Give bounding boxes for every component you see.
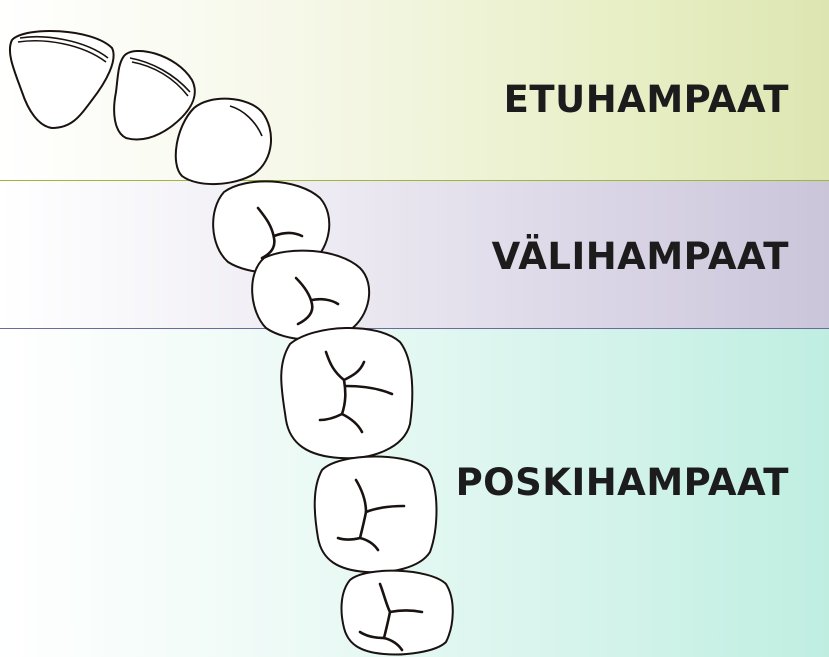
first-molar (281, 328, 412, 458)
premolar-label: VÄLIHAMPAAT (492, 235, 789, 278)
central-incisor (10, 31, 114, 128)
second-molar (315, 457, 437, 573)
canine (176, 99, 271, 184)
third-molar (342, 571, 453, 655)
second-premolar (252, 251, 369, 340)
molar-label: POSKIHAMPAAT (456, 461, 789, 504)
front-teeth-label: ETUHAMPAAT (504, 78, 789, 121)
